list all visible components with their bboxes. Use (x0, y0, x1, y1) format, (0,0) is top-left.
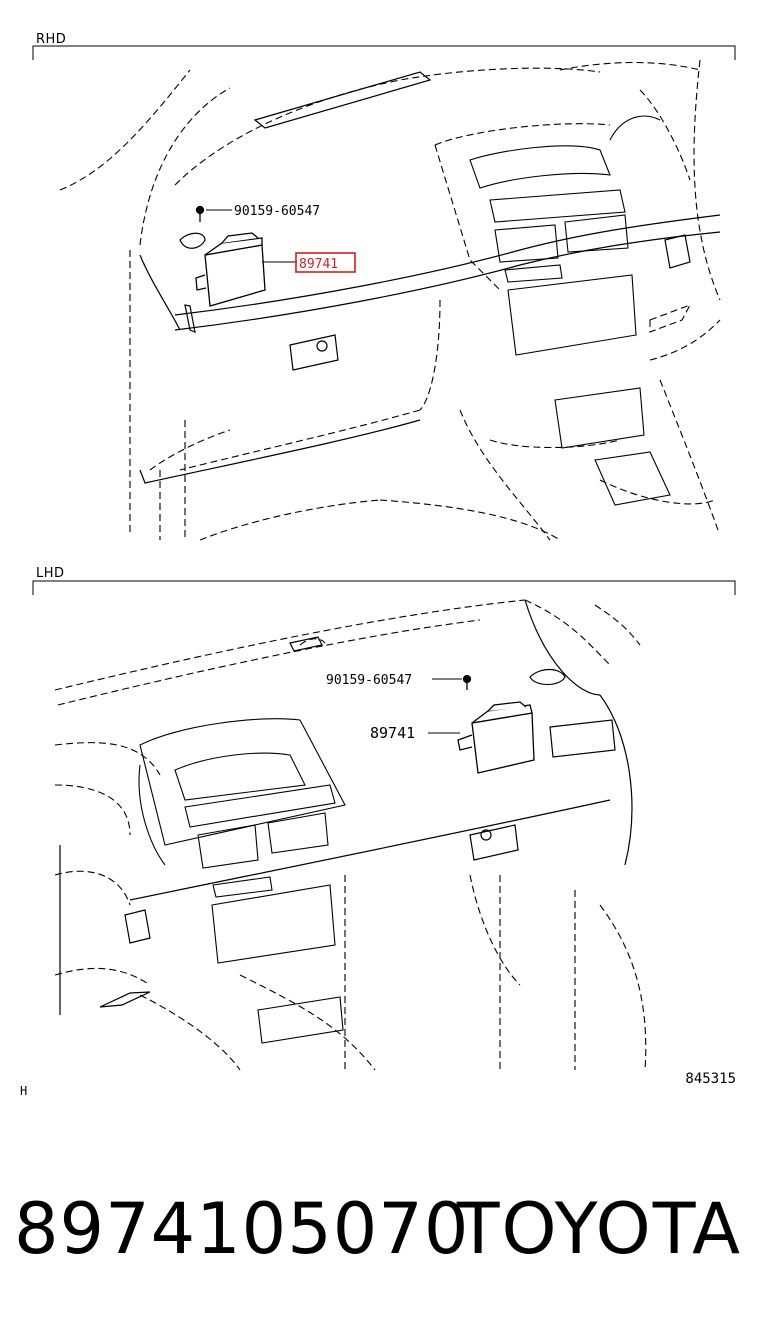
rhd-dash-outlines (59, 59, 721, 541)
lhd-center-stack (138, 718, 346, 1044)
lhd-relay-unit (457, 701, 535, 774)
lhd-bolt-part-label: 90159-60547 (326, 673, 412, 688)
lhd-unit-part-label: 89741 (370, 724, 415, 742)
rhd-dashboard-diagram: 90159-60547 89741 (32, 45, 736, 541)
lhd-dash-outlines (54, 599, 647, 1071)
illustration-code: 845315 (685, 1071, 736, 1087)
rhd-relay-unit (195, 232, 266, 307)
lhd-dash-panel (59, 599, 633, 1015)
lhd-bolt-icon (462, 674, 472, 690)
lhd-dashboard-diagram: 90159-60547 89741 (32, 580, 736, 1071)
rhd-leader-lines (206, 209, 297, 263)
footer-left-code: H (20, 1084, 28, 1098)
rhd-bolt-icon (195, 205, 205, 222)
lhd-section-label: LHD (36, 566, 65, 581)
rhd-center-stack (469, 115, 671, 506)
rhd-section-bracket (32, 45, 736, 60)
rhd-unit-part-label: 89741 (299, 257, 338, 272)
rhd-section-label: RHD (36, 32, 67, 47)
rhd-dash-panel (139, 71, 721, 484)
lhd-section-bracket (32, 580, 736, 595)
rhd-bolt-part-label: 90159-60547 (234, 204, 320, 219)
part-number: 8974105070 (14, 1188, 470, 1270)
rhd-highlight-box (295, 252, 356, 273)
brand-name: TOYOTA (456, 1188, 742, 1270)
lhd-leader-lines (428, 678, 462, 734)
